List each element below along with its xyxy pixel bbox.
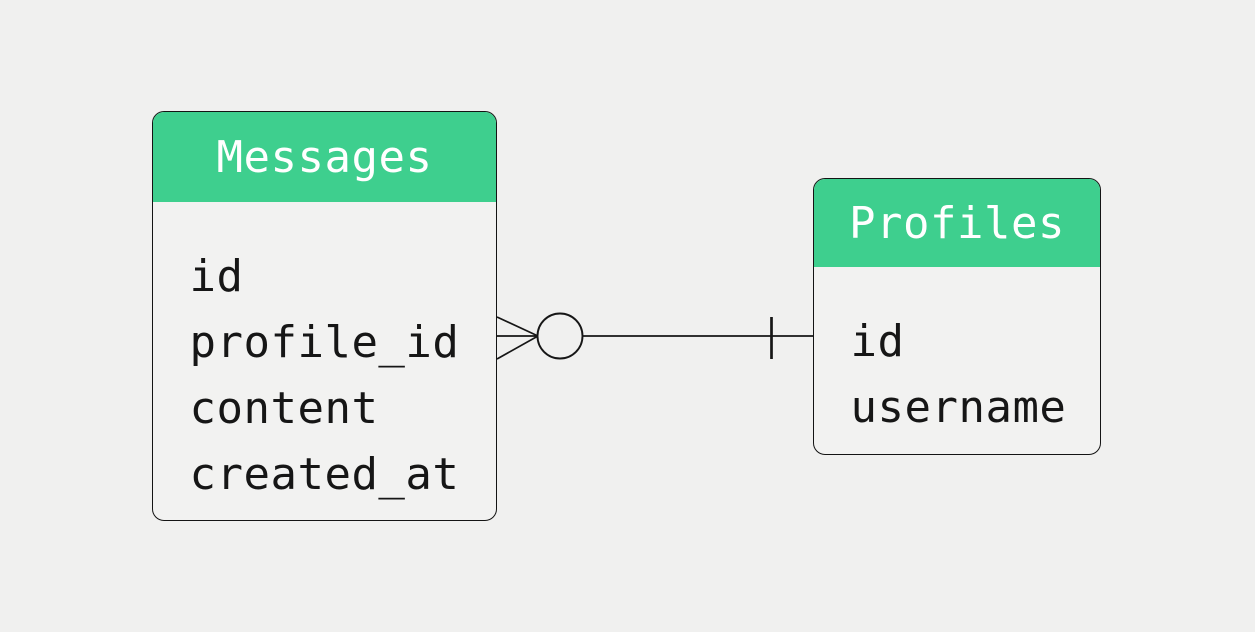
field-row-username: username xyxy=(850,382,1067,433)
field-row-content: content xyxy=(189,383,379,434)
table-title-messages: Messages xyxy=(216,131,433,183)
table-header-profiles: Profiles xyxy=(814,179,1100,267)
zero-circle-icon xyxy=(536,312,584,360)
field-row-id: id xyxy=(189,251,244,302)
table-header-messages: Messages xyxy=(153,112,496,202)
table-node-messages[interactable]: Messages id profile_id content created_a… xyxy=(152,111,497,521)
field-list-messages: id profile_id content created_at xyxy=(153,202,496,508)
field-list-profiles: id username xyxy=(814,267,1100,441)
crow-foot-many-icon xyxy=(496,316,539,360)
field-row-profile-id: profile_id xyxy=(189,317,460,368)
table-title-profiles: Profiles xyxy=(849,197,1065,249)
field-row-created-at: created_at xyxy=(189,449,460,500)
field-row-id: id xyxy=(850,316,905,367)
table-node-profiles[interactable]: Profiles id username xyxy=(813,178,1101,455)
